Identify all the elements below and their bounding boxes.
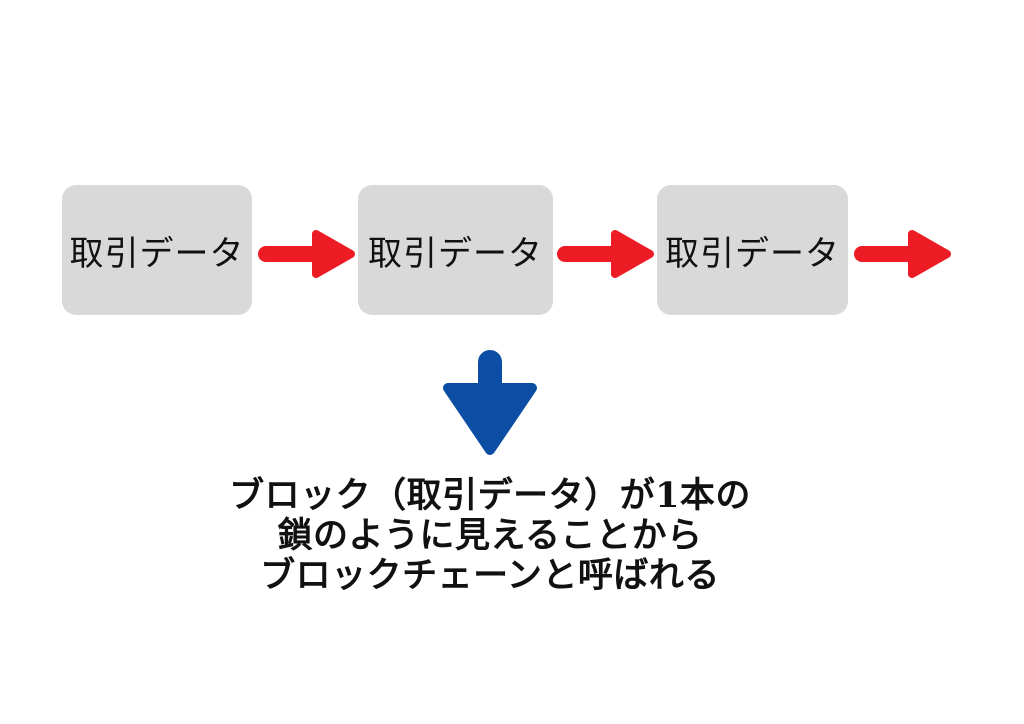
right-arrow-icon [258,230,355,278]
block-label: 取引データ [69,233,245,274]
caption-line: ブロックチェーンと呼ばれる [260,555,720,596]
down-arrow-icon [443,350,537,455]
block-label: 取引データ [368,233,543,274]
right-arrow-icon [854,230,951,278]
block-label: 取引データ [665,233,840,274]
transaction-data-block: 取引データ [657,185,848,315]
transaction-data-block: 取引データ [358,185,553,315]
transaction-data-block: 取引データ [62,185,252,315]
right-arrow-icon [557,230,654,278]
caption-line: ブロック（取引データ）が1本の [229,475,751,516]
caption-line: 鎖のように見えることから [277,515,703,556]
caption: ブロック（取引データ）が1本の 鎖のように見えることから ブロックチェーンと呼ば… [0,476,980,596]
